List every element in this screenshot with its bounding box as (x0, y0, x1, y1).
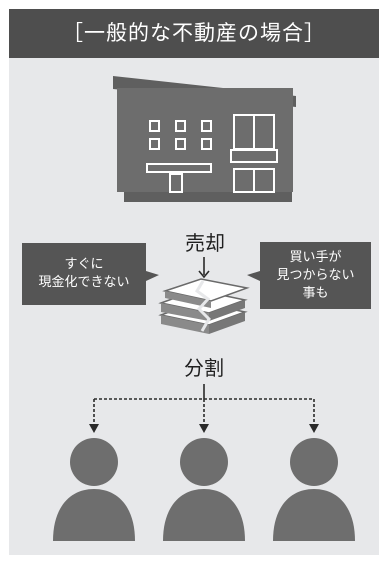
money-stack-icon (158, 278, 250, 334)
person-icon (163, 438, 245, 541)
left-callout: すぐに 現金化できない (22, 243, 146, 305)
left-callout-line: 現金化できない (38, 275, 130, 290)
right-callout-line: 見つからない (276, 267, 355, 283)
left-callout-pointer (146, 271, 159, 281)
right-callout-pointer (247, 271, 260, 281)
left-callout-line: すぐに (64, 257, 104, 272)
person-icon (273, 438, 355, 541)
split-label: 分割 (184, 356, 224, 380)
person-icon (53, 438, 135, 541)
diagram-panel: ［一般的な不動産の場合］ (9, 9, 379, 555)
diagram-canvas (53, 76, 355, 541)
building-icon (113, 76, 296, 202)
right-callout-line: 事も (302, 285, 329, 301)
header-title: ［一般的な不動産の場合］ (9, 9, 379, 58)
split-arrows (93, 384, 315, 426)
split-arrowheads (89, 424, 319, 433)
right-callout: 買い手が 見つからない 事も (260, 242, 371, 309)
right-callout-line: 買い手が (289, 249, 342, 265)
sale-label: 売却 (185, 231, 225, 255)
sale-arrow (198, 257, 210, 279)
